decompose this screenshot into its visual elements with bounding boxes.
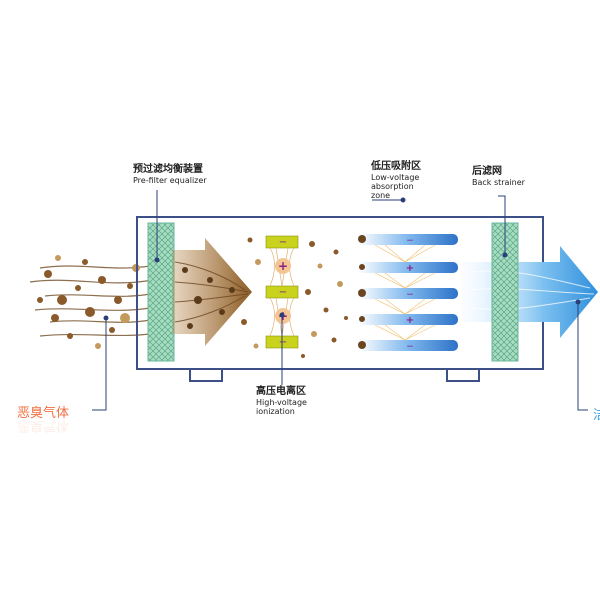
- ion-minus-1: −: [279, 237, 287, 248]
- dirty-particles-left: [37, 255, 140, 349]
- label-high-voltage-en-1: High-voltage: [256, 397, 307, 407]
- low-voltage-absorption-zone: − + − + −: [358, 234, 458, 352]
- plate-minus-1: −: [406, 236, 414, 246]
- ion-minus-2: −: [279, 287, 287, 298]
- plate-minus-3: −: [406, 342, 414, 352]
- label-prefilter-zh: 预过滤均衡装置: [133, 164, 203, 175]
- label-clean-air-cutoff: 洁: [593, 408, 600, 423]
- label-low-voltage-zh: 低压吸附区: [371, 161, 421, 172]
- label-low-voltage-en-2: absorption: [371, 181, 414, 191]
- ion-plus-top: +: [278, 259, 288, 273]
- label-high-voltage: 高压电离区 High-voltage ionization: [256, 386, 307, 416]
- label-low-voltage: 低压吸附区 Low-voltage absorption zone: [371, 161, 421, 200]
- label-back-strainer-zh: 后滤网: [472, 166, 502, 177]
- ion-minus-3: −: [279, 337, 287, 348]
- label-low-voltage-en-1: Low-voltage: [371, 172, 420, 182]
- label-low-voltage-en-3: zone: [371, 190, 391, 200]
- label-high-voltage-zh: 高压电离区: [256, 386, 306, 397]
- label-odor-gas: 恶臭气体: [17, 406, 70, 421]
- ionized-particles: [241, 237, 348, 358]
- label-odor-gas-reflection: 恶臭气体: [17, 418, 70, 433]
- label-back-strainer-en: Back strainer: [472, 177, 525, 187]
- label-prefilter: 预过滤均衡装置 Pre-filter equalizer: [133, 164, 207, 185]
- plate-plus-1: +: [406, 263, 414, 274]
- leader-lines: [92, 190, 588, 411]
- plate-plus-2: +: [406, 315, 414, 326]
- plate-minus-2: −: [406, 290, 414, 300]
- label-back-strainer: 后滤网 Back strainer: [472, 166, 525, 187]
- pre-filter-mesh: [147, 222, 175, 362]
- brown-flow-arrow: [172, 238, 252, 346]
- label-high-voltage-en-2: ionization: [256, 406, 295, 416]
- label-prefilter-en: Pre-filter equalizer: [133, 175, 207, 185]
